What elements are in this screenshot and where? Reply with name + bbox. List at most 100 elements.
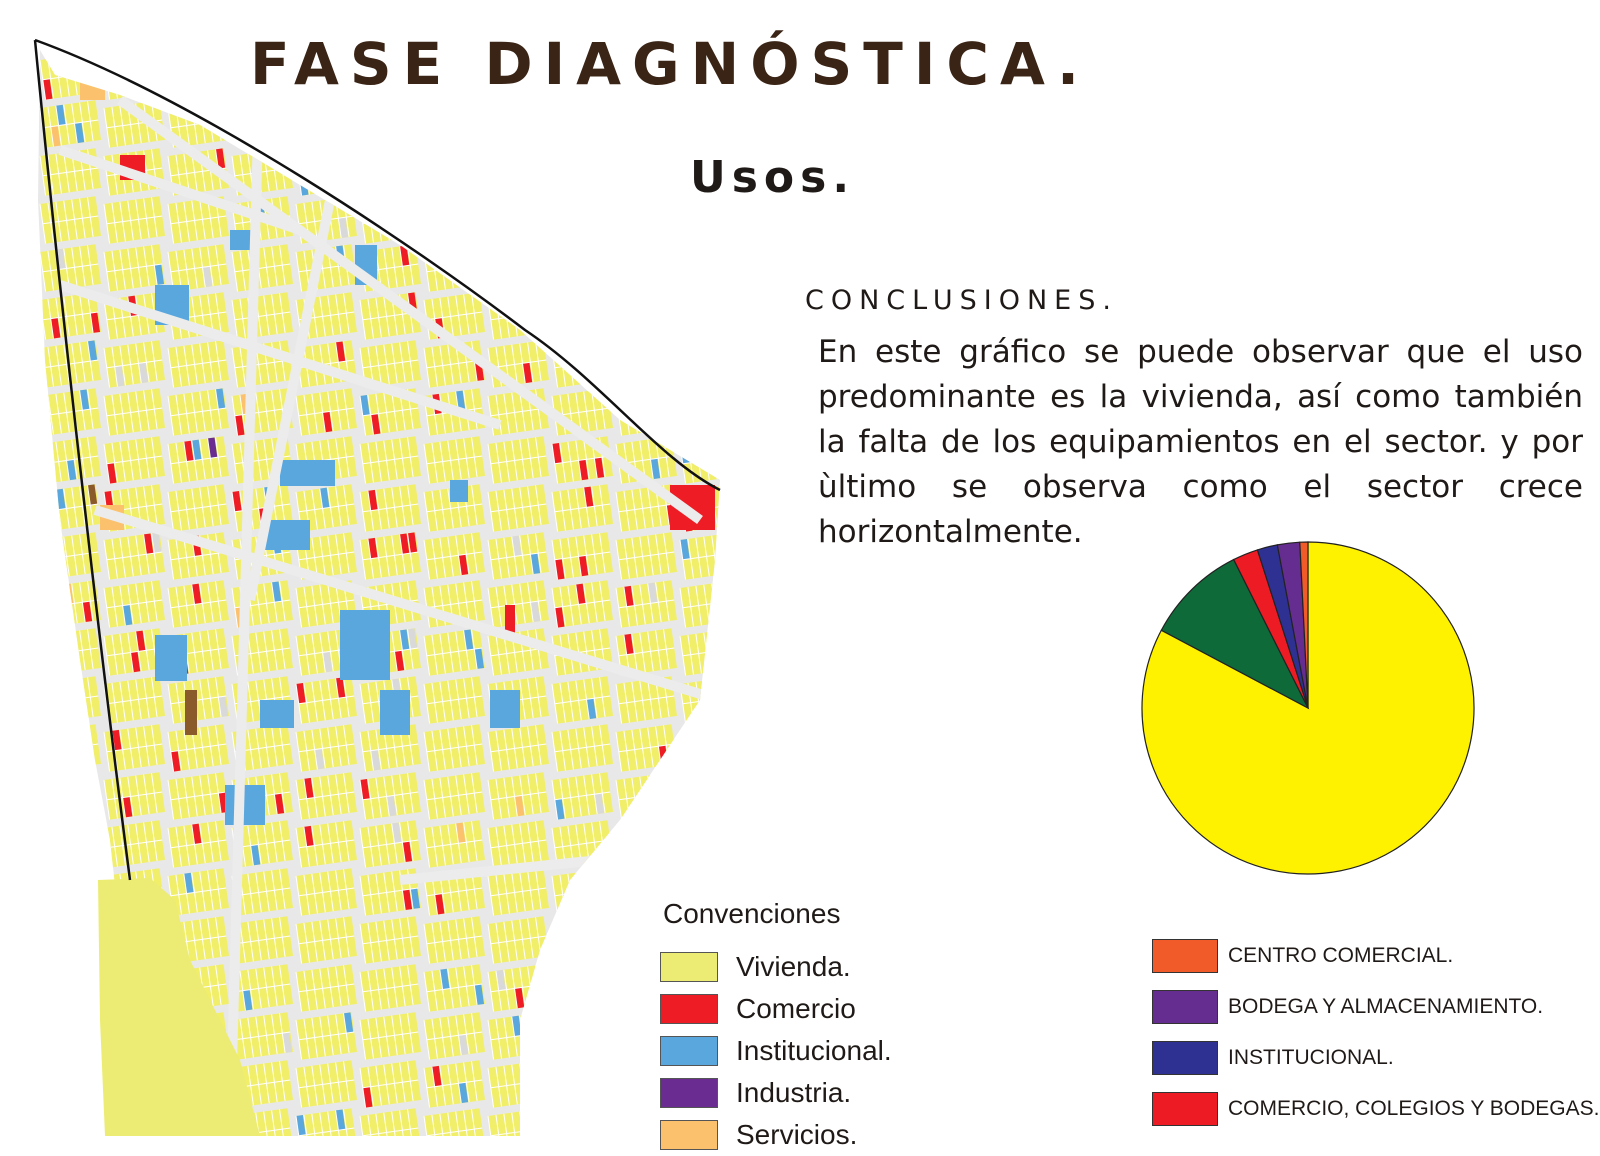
block-base	[616, 100, 678, 148]
lot-divider	[719, 486, 720, 527]
lot-divider	[663, 101, 670, 142]
lot-divider	[455, 199, 462, 240]
city-block	[423, 532, 486, 580]
lot-divider	[47, 1018, 54, 1059]
lot-divider	[554, 455, 611, 465]
lot-divider	[343, 101, 350, 142]
lot-divider	[303, 106, 310, 147]
land-use-lot	[391, 150, 402, 172]
lot-divider	[599, 245, 606, 286]
land-use-parcel	[280, 460, 335, 486]
lot-divider	[71, 631, 78, 672]
lot-divider	[298, 1079, 355, 1089]
land-use-lot	[535, 148, 546, 170]
lot-divider	[426, 743, 483, 753]
lot-divider	[79, 918, 86, 959]
lot-divider	[615, 1019, 623, 1060]
lot-divider	[591, 870, 598, 911]
lot-divider	[567, 105, 574, 146]
lot-divider	[631, 1017, 638, 1058]
lot-divider	[554, 359, 611, 369]
lot-divider	[47, 682, 54, 723]
lot-divider	[615, 203, 623, 244]
lot-divider	[362, 455, 419, 465]
lot-divider	[535, 293, 542, 334]
lot-divider	[39, 539, 47, 580]
lot-divider	[728, 389, 734, 429]
lot-divider	[559, 970, 566, 1011]
lot-divider	[554, 1079, 611, 1089]
lot-divider	[362, 935, 419, 945]
block-base	[488, 148, 550, 196]
land-use-parcel	[185, 690, 197, 735]
land-use-lot	[58, 1132, 69, 1136]
lot-divider	[599, 101, 606, 142]
lot-divider	[42, 1079, 99, 1089]
lot-divider	[106, 263, 163, 273]
lot-divider	[711, 391, 718, 432]
lot-divider	[711, 343, 718, 384]
lot-divider	[87, 869, 94, 910]
lot-divider	[527, 1062, 534, 1103]
lot-divider	[55, 729, 62, 770]
lot-divider	[55, 921, 62, 962]
lot-divider	[487, 107, 495, 148]
city-block	[103, 628, 166, 676]
lot-divider	[682, 887, 720, 897]
block-base	[552, 964, 614, 1012]
lot-divider	[703, 344, 710, 385]
city-block	[359, 916, 422, 964]
lot-divider	[335, 102, 342, 143]
block-base	[680, 724, 720, 772]
lot-divider	[618, 119, 675, 129]
lot-divider	[55, 633, 62, 674]
lot-divider	[490, 887, 547, 897]
city-block	[551, 532, 614, 580]
city-block	[359, 1012, 422, 1060]
lot-divider	[298, 551, 355, 561]
lot-divider	[42, 791, 99, 801]
lot-divider	[295, 107, 303, 148]
page-subtitle: Usos.	[690, 152, 856, 203]
lot-divider	[647, 871, 654, 912]
block-base	[616, 340, 678, 388]
lot-divider	[106, 407, 163, 417]
block-base	[40, 772, 102, 820]
lot-divider	[431, 154, 438, 195]
city-block	[679, 244, 720, 292]
lot-divider	[55, 537, 62, 578]
lot-divider	[39, 683, 47, 724]
lot-divider	[362, 551, 419, 561]
street	[93, 505, 720, 705]
city-block	[615, 244, 678, 292]
lot-divider	[551, 299, 559, 340]
city-block	[423, 436, 486, 484]
lot-divider	[234, 311, 291, 321]
lot-divider	[679, 347, 687, 388]
lot-divider	[170, 695, 227, 705]
lot-divider	[63, 872, 70, 913]
lot-divider	[591, 1014, 598, 1055]
lot-divider	[647, 103, 654, 144]
lot-divider	[682, 311, 720, 321]
lot-divider	[583, 199, 590, 240]
lot-divider	[623, 1066, 630, 1107]
lot-divider	[639, 872, 646, 913]
city-block	[359, 772, 422, 820]
lot-divider	[631, 825, 638, 866]
lot-divider	[599, 293, 606, 334]
lot-divider	[679, 155, 687, 196]
lot-divider	[591, 1062, 598, 1103]
lot-divider	[583, 103, 590, 144]
lot-divider	[71, 919, 78, 960]
block-base	[488, 100, 550, 148]
land-use-lot	[602, 264, 613, 285]
land-use-lot	[562, 1037, 573, 1059]
city-block	[39, 868, 102, 916]
city-block	[231, 292, 294, 340]
land-use-lot	[346, 120, 357, 141]
lot-divider	[63, 728, 70, 769]
pie-legend-label: BODEGA Y ALMACENAMIENTO.	[1228, 994, 1544, 1018]
lot-divider	[423, 107, 431, 148]
city-block	[487, 292, 550, 340]
